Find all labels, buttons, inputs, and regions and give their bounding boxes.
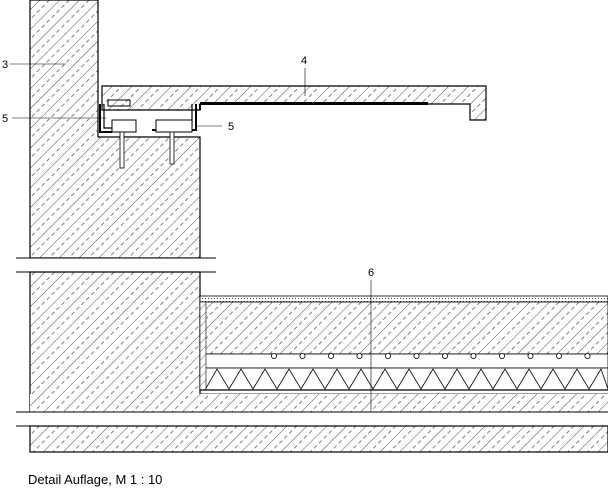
heating-tube [356,352,363,359]
heating-tube [270,352,277,359]
floor-slab-6 [199,295,608,395]
drawing-caption: Detail Auflage, M 1 : 10 [28,472,163,487]
callout-3: 3 [2,59,8,71]
bracket-5-right [152,104,201,165]
base-slab [16,394,608,453]
callout-5-left: 5 [2,113,8,125]
callout-4: 4 [301,55,307,67]
heating-tube [527,352,534,359]
bracket-5-left [99,99,137,169]
leader-lines [10,63,372,410]
heating-tube [327,352,334,359]
heating-tube [299,352,306,359]
heating-tube [413,352,420,359]
heating-tube [498,352,505,359]
heating-tube [470,352,477,359]
heating-tube [441,352,448,359]
heating-tube [384,352,391,359]
heating-tube [584,352,591,359]
callout-5-right: 5 [228,121,234,133]
break-line-wall [16,257,216,273]
heating-tube [556,352,563,359]
cantilever-slab-4 [101,85,487,121]
callout-6: 6 [368,267,374,279]
wall-lower [29,271,201,413]
